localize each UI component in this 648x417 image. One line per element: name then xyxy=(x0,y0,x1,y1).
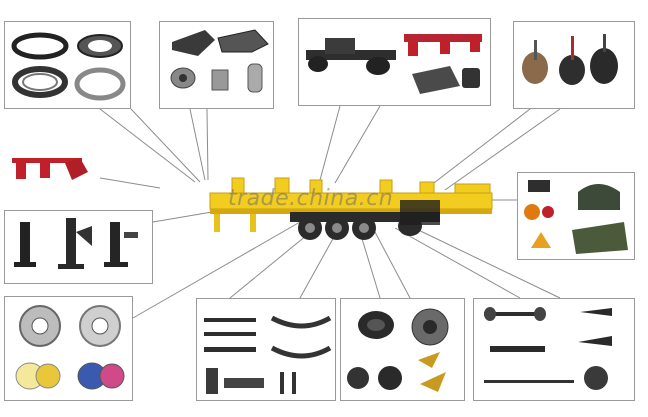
panel-suspension xyxy=(298,18,491,106)
suspension-assembly-icon xyxy=(306,34,482,94)
watermark-text: trade.china.cn xyxy=(228,186,394,211)
suspension-bracket-icon xyxy=(12,158,88,180)
landing-gear-icon xyxy=(14,218,138,269)
oil-seal-rings-icon xyxy=(11,32,126,101)
fifth-wheel-kingpin-icon xyxy=(170,29,269,93)
leaf-spring-icon xyxy=(204,315,332,394)
brake-drum-icon xyxy=(347,308,449,392)
axle-icon xyxy=(484,307,612,390)
lamp-fender-icon xyxy=(524,180,628,254)
brake-chamber-icon xyxy=(522,34,618,85)
trailer-icon xyxy=(209,177,493,240)
wheel-rim-icon xyxy=(15,305,125,390)
